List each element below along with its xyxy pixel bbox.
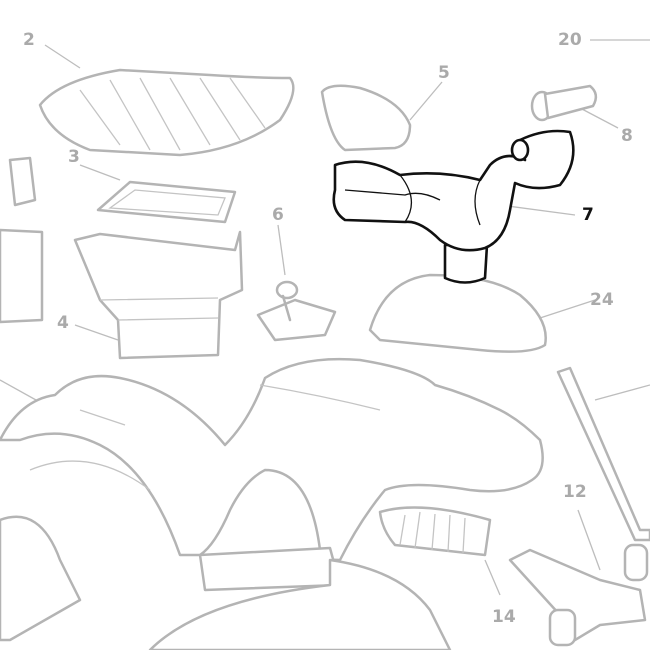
callout-label-2[interactable]: 2 (23, 30, 35, 50)
callout-label-14[interactable]: 14 (492, 607, 516, 627)
part-4-box (73, 230, 244, 360)
callout-label-3[interactable]: 3 (68, 147, 80, 167)
part-7-handlebar-highlighted (332, 129, 575, 284)
battery-part (0, 156, 44, 324)
part-24-console (368, 273, 547, 353)
callout-label-6[interactable]: 6 (272, 205, 284, 225)
part-2-seat (38, 68, 295, 157)
callout-label-12[interactable]: 12 (563, 482, 587, 502)
callout-label-7[interactable]: 7 (582, 205, 594, 225)
rod-part (556, 366, 650, 542)
callout-label-4[interactable]: 4 (57, 313, 69, 333)
callout-label-8[interactable]: 8 (621, 126, 633, 146)
callout-label-24[interactable]: 24 (590, 290, 614, 310)
part-5-cover (320, 84, 412, 152)
part-8-grip (530, 84, 598, 122)
vehicle-body (0, 357, 544, 650)
callout-label-20[interactable]: 20 (558, 30, 582, 50)
part-3-tray (96, 180, 237, 224)
part-12-bracket (508, 543, 649, 647)
part-6-shifter (256, 280, 337, 342)
callout-label-5[interactable]: 5 (438, 63, 450, 83)
